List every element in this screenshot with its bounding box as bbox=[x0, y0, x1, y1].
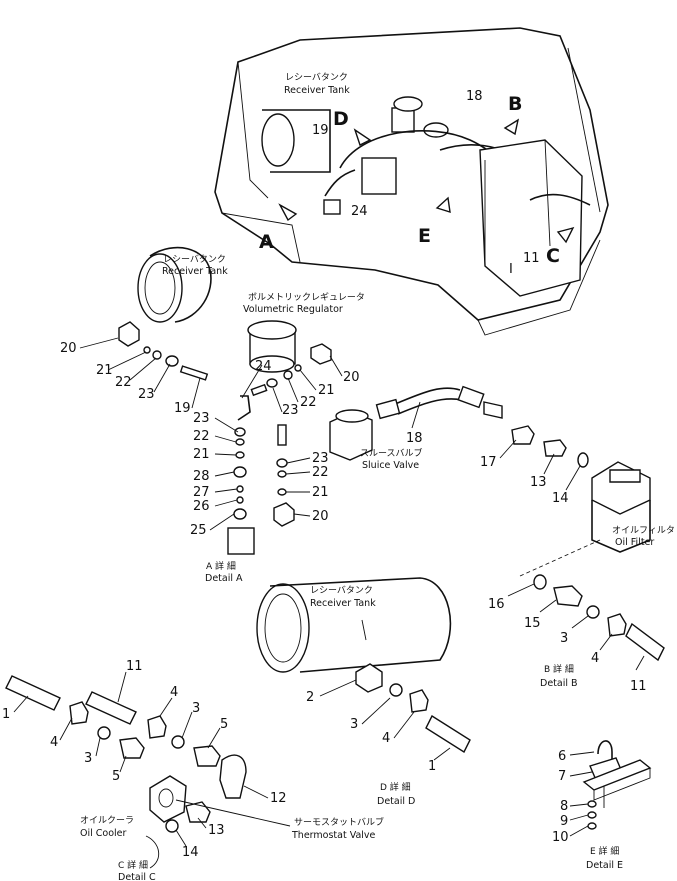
section-letter-e: E bbox=[418, 225, 431, 247]
detail-b-drawing bbox=[329, 385, 665, 671]
part-number: 12 bbox=[270, 791, 287, 806]
detail-c-drawing bbox=[5, 671, 291, 869]
part-number: 3 bbox=[350, 717, 358, 732]
detail-c-title-jp: C 詳 細 bbox=[118, 859, 148, 871]
part-number: 14 bbox=[182, 845, 199, 860]
sluice-valve-label-jp: スルースバルブ bbox=[360, 447, 423, 459]
section-letter-a: A bbox=[259, 231, 274, 253]
part-number: 19 bbox=[312, 123, 329, 138]
part-number: 23 bbox=[312, 451, 329, 466]
oil-cooler-label-jp: オイルクーラ bbox=[80, 815, 134, 826]
part-number: 6 bbox=[558, 749, 566, 764]
oil-cooler-label-en: Oil Cooler bbox=[80, 828, 127, 839]
detail-e-title-en: Detail E bbox=[586, 860, 623, 871]
volumetric-regulator-label-en: Volumetric Regulator bbox=[243, 304, 343, 315]
receiver-tank-label-jp: レシーバタンク bbox=[163, 254, 226, 265]
part-number: 14 bbox=[552, 491, 569, 506]
part-number: 25 bbox=[190, 523, 207, 538]
receiver-tank-label-jp: レシーバタンク bbox=[310, 585, 373, 596]
detail-d-drawing bbox=[256, 577, 471, 761]
detail-a-title-jp: A 詳 細 bbox=[206, 560, 236, 572]
part-number: 1 bbox=[428, 759, 436, 774]
receiver-tank-label-en: Receiver Tank bbox=[162, 266, 228, 277]
detail-e-title-jp: E 詳 細 bbox=[590, 845, 619, 857]
detail-b-title-en: Detail B bbox=[540, 678, 578, 689]
part-number: 15 bbox=[524, 616, 541, 631]
part-number: 20 bbox=[60, 341, 77, 356]
part-number: 23 bbox=[282, 403, 299, 418]
part-number: 4 bbox=[591, 651, 599, 666]
section-letter-c: C bbox=[546, 245, 560, 267]
part-number: 24 bbox=[351, 204, 368, 219]
part-number: 20 bbox=[343, 370, 360, 385]
part-number: 18 bbox=[466, 89, 483, 104]
receiver-tank-label-en: Receiver Tank bbox=[310, 598, 376, 609]
part-number: 9 bbox=[560, 814, 568, 829]
part-number: 26 bbox=[193, 499, 210, 514]
part-number: I bbox=[509, 262, 513, 277]
part-number: 23 bbox=[138, 387, 155, 402]
sluice-valve-label-en: Sluice Valve bbox=[362, 460, 419, 471]
oil-filter-label-en: Oil Filter bbox=[615, 537, 654, 548]
part-number: 21 bbox=[193, 447, 210, 462]
volumetric-regulator-label-jp: ボルメトリックレギュレータ bbox=[248, 292, 365, 303]
part-number: 13 bbox=[530, 475, 547, 490]
part-number: 22 bbox=[300, 395, 317, 410]
machine-overview bbox=[214, 27, 609, 336]
part-number: 4 bbox=[382, 731, 390, 746]
part-number: 7 bbox=[558, 769, 566, 784]
part-number: 8 bbox=[560, 799, 568, 814]
thermostat-valve-label-jp: サーモスタットバルブ bbox=[294, 816, 384, 828]
detail-d-title-en: Detail D bbox=[377, 796, 415, 807]
part-number: 24 bbox=[255, 359, 272, 374]
section-letter-b: B bbox=[508, 93, 522, 115]
part-number: 22 bbox=[193, 429, 210, 444]
thermostat-valve-label-en: Thermostat Valve bbox=[291, 830, 376, 841]
detail-b-title-jp: B 詳 細 bbox=[544, 663, 574, 675]
receiver-tank-label-jp: レシーバタンク bbox=[285, 72, 348, 83]
section-letter-d: D bbox=[333, 108, 349, 130]
part-number: 4 bbox=[170, 685, 178, 700]
detail-d-title-jp: D 詳 細 bbox=[380, 781, 411, 793]
part-number: 22 bbox=[312, 465, 329, 480]
part-number: 5 bbox=[220, 717, 228, 732]
detail-e-drawing bbox=[569, 740, 652, 837]
part-number: 16 bbox=[488, 597, 505, 612]
part-number: 23 bbox=[193, 411, 210, 426]
part-number: 2 bbox=[306, 690, 314, 705]
part-number: 27 bbox=[193, 485, 210, 500]
detail-a-drawing bbox=[79, 246, 343, 555]
part-number: 18 bbox=[406, 431, 423, 446]
part-number: 5 bbox=[112, 769, 120, 784]
detail-c-title-en: Detail C bbox=[118, 872, 156, 881]
part-number: 1 bbox=[2, 707, 10, 722]
part-number: 3 bbox=[560, 631, 568, 646]
part-number: 20 bbox=[312, 509, 329, 524]
part-number: 10 bbox=[552, 830, 569, 845]
part-number: 22 bbox=[115, 375, 132, 390]
part-number: 4 bbox=[50, 735, 58, 750]
part-number: 21 bbox=[312, 485, 329, 500]
oil-filter-label-jp: オイルフィルタ bbox=[612, 525, 675, 536]
part-number: 19 bbox=[174, 401, 191, 416]
detail-a-title-en: Detail A bbox=[205, 573, 243, 584]
part-number: 3 bbox=[192, 701, 200, 716]
part-number: 21 bbox=[96, 363, 113, 378]
part-number: 13 bbox=[208, 823, 225, 838]
receiver-tank-label-en: Receiver Tank bbox=[284, 85, 350, 96]
part-number: 17 bbox=[480, 455, 497, 470]
part-number: 11 bbox=[630, 679, 647, 694]
part-number: 21 bbox=[318, 383, 335, 398]
part-number: 11 bbox=[523, 251, 540, 266]
part-number: 3 bbox=[84, 751, 92, 766]
part-number: 11 bbox=[126, 659, 143, 674]
part-number: 28 bbox=[193, 469, 210, 484]
